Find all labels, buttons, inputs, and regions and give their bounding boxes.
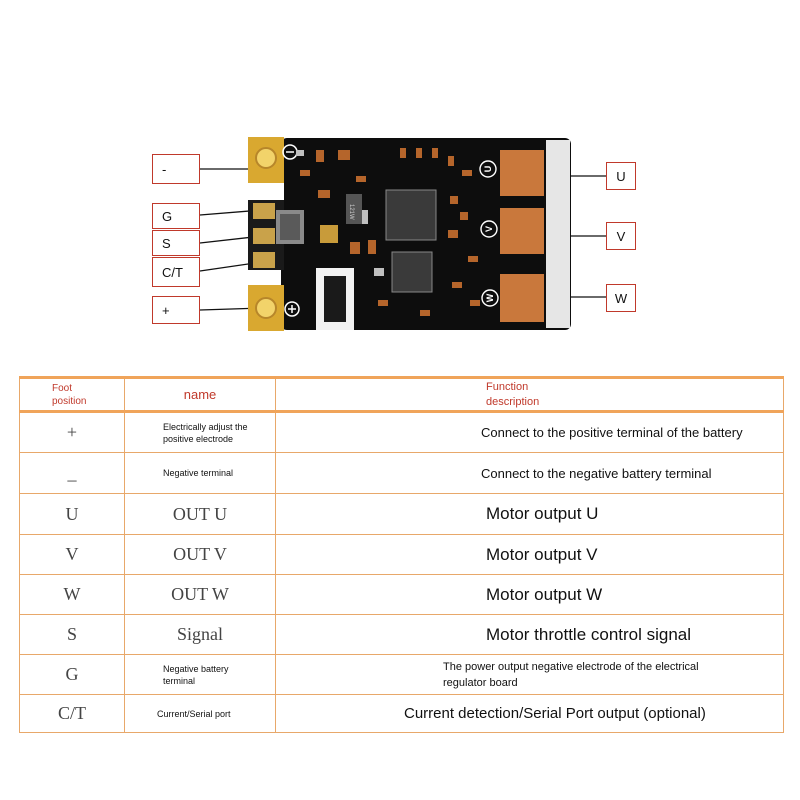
name-line: Electrically adjust the xyxy=(163,421,248,432)
cell-function: Motor throttle control signal xyxy=(275,614,784,655)
cell-name: Negative terminal xyxy=(124,452,276,494)
u-mark xyxy=(479,160,497,178)
pad-u xyxy=(500,150,544,196)
header-foot-position: Foot position xyxy=(19,376,125,413)
cell-position: S xyxy=(19,614,125,655)
u-letter: U xyxy=(483,166,493,173)
function-text: Current detection/Serial Port output (op… xyxy=(404,705,706,722)
cell-function: Motor output V xyxy=(275,534,784,575)
label-s: S xyxy=(152,230,200,256)
name-line: positive electrode xyxy=(163,433,234,444)
label-plus: + xyxy=(152,296,200,324)
header-name: name xyxy=(124,376,276,413)
cell-position: V xyxy=(19,534,125,575)
cell-function: Motor output U xyxy=(275,493,784,535)
svg-text:121W: 121W xyxy=(348,204,354,220)
function-text: Motor output U xyxy=(486,504,599,523)
label-u: U xyxy=(606,162,636,190)
label-v: V xyxy=(606,222,636,250)
cell-function: Connect to the positive terminal of the … xyxy=(275,411,784,453)
label-ct: C/T xyxy=(152,257,200,287)
plus-mark xyxy=(284,301,300,317)
function-line: The power output negative electrode of t… xyxy=(443,660,699,673)
v-letter: V xyxy=(484,226,494,232)
cell-position: W xyxy=(19,574,125,615)
esc-board-diagram: 121W xyxy=(0,0,800,360)
pad-w xyxy=(500,274,544,322)
function-line: regulator board xyxy=(443,676,518,689)
table-row: U OUT U Motor output U xyxy=(19,493,784,535)
cell-name: OUT V xyxy=(124,534,276,575)
function-text: Motor throttle control signal xyxy=(486,624,692,644)
name-line: OUT V xyxy=(173,544,227,564)
w-letter: W xyxy=(485,293,495,302)
name-line: Current/Serial port xyxy=(157,708,231,719)
function-text: Motor output V xyxy=(486,544,598,564)
pin-function-table: Foot position name Function description … xyxy=(19,376,784,733)
table-row: V OUT V Motor output V xyxy=(19,534,784,575)
name-line: terminal xyxy=(163,675,196,686)
cell-name: Signal xyxy=(124,614,276,655)
cell-name: OUT U xyxy=(124,493,276,535)
name-line: Negative terminal xyxy=(163,468,234,478)
pad-v xyxy=(500,208,544,254)
table-row: _ Negative terminal Connect to the negativ… xyxy=(19,452,784,494)
cell-name: OUT W xyxy=(124,574,276,615)
name-line: OUT U xyxy=(172,503,228,524)
cell-position: _ xyxy=(19,452,125,494)
label-w: W xyxy=(606,284,636,312)
function-text: Motor output W xyxy=(486,584,603,604)
cell-position: + xyxy=(19,411,125,453)
cell-position: G xyxy=(19,654,125,695)
function-text: Connect to the negative battery terminal xyxy=(481,465,712,481)
function-text: Connect to the positive terminal of the … xyxy=(481,425,743,440)
table-row: W OUT W Motor output W xyxy=(19,574,784,615)
table-row: C/T Current/Serial port Current detection/… xyxy=(19,694,784,733)
label-g: G xyxy=(152,203,200,229)
cell-function: The power output negative electrode of t… xyxy=(275,654,784,695)
cell-position: C/T xyxy=(19,694,125,733)
driver-chip xyxy=(391,251,433,293)
board-illustration: 121W xyxy=(199,137,606,331)
mcu-chip xyxy=(385,189,437,241)
cell-name: Current/Serial port xyxy=(124,694,276,733)
w-mark xyxy=(481,289,499,307)
name-line: OUT W xyxy=(171,584,229,604)
pcb-edge xyxy=(546,140,570,328)
name-line: Signal xyxy=(176,624,223,644)
table-header-row: Foot position name Function description xyxy=(19,376,784,413)
cell-function: Connect to the negative battery terminal xyxy=(275,452,784,494)
table-row: S Signal Motor throttle control signal xyxy=(19,614,784,655)
cell-function: Current detection/Serial Port output (op… xyxy=(275,694,784,733)
v-mark xyxy=(480,220,498,238)
header-function-description: Function description xyxy=(275,376,784,413)
cell-function: Motor output W xyxy=(275,574,784,615)
name-line: Negative battery xyxy=(163,663,229,674)
label-minus: - xyxy=(152,154,200,184)
cell-position: U xyxy=(19,493,125,535)
